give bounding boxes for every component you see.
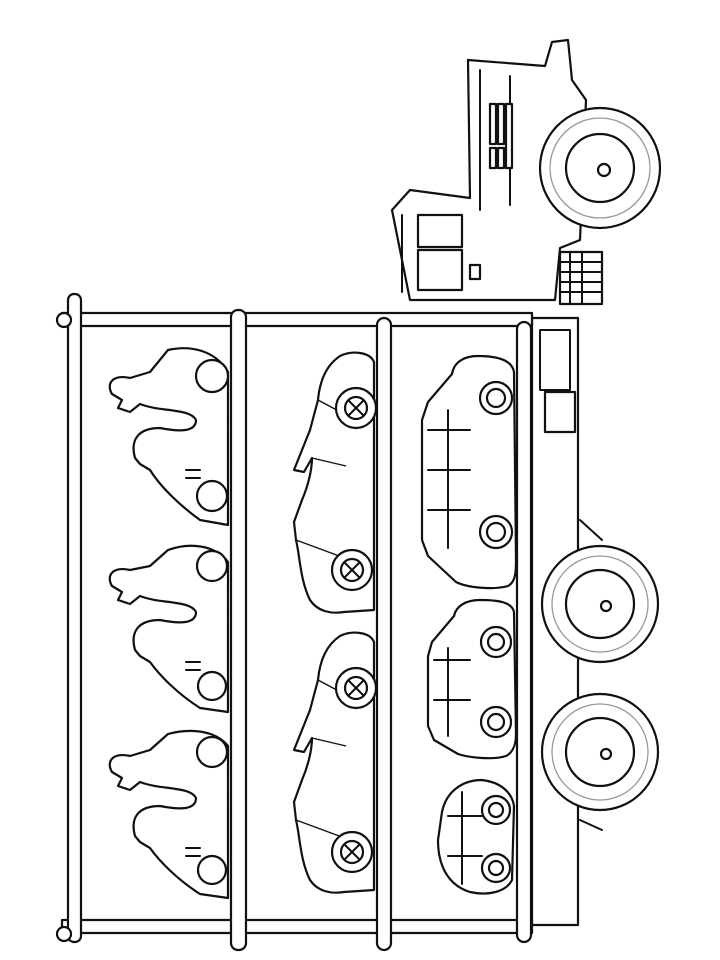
cab-window [416,213,464,249]
cab-door-window [416,248,464,292]
door-handle [468,263,482,281]
cab-grille [488,102,514,170]
rack-frame [55,292,534,952]
convertible-car [292,631,378,894]
cab-steps [558,250,604,306]
bumper-car [108,347,230,527]
sedan-car [420,354,518,590]
sedan-car [426,598,518,760]
truck-cab [390,38,604,306]
beetle-car [436,778,516,895]
front-wheel [538,106,662,230]
bumper-car [108,729,230,900]
rear-wheel-2 [540,692,660,812]
bumper-car [108,544,230,714]
rear-wheel-1 [540,544,660,664]
convertible-car [292,351,378,614]
